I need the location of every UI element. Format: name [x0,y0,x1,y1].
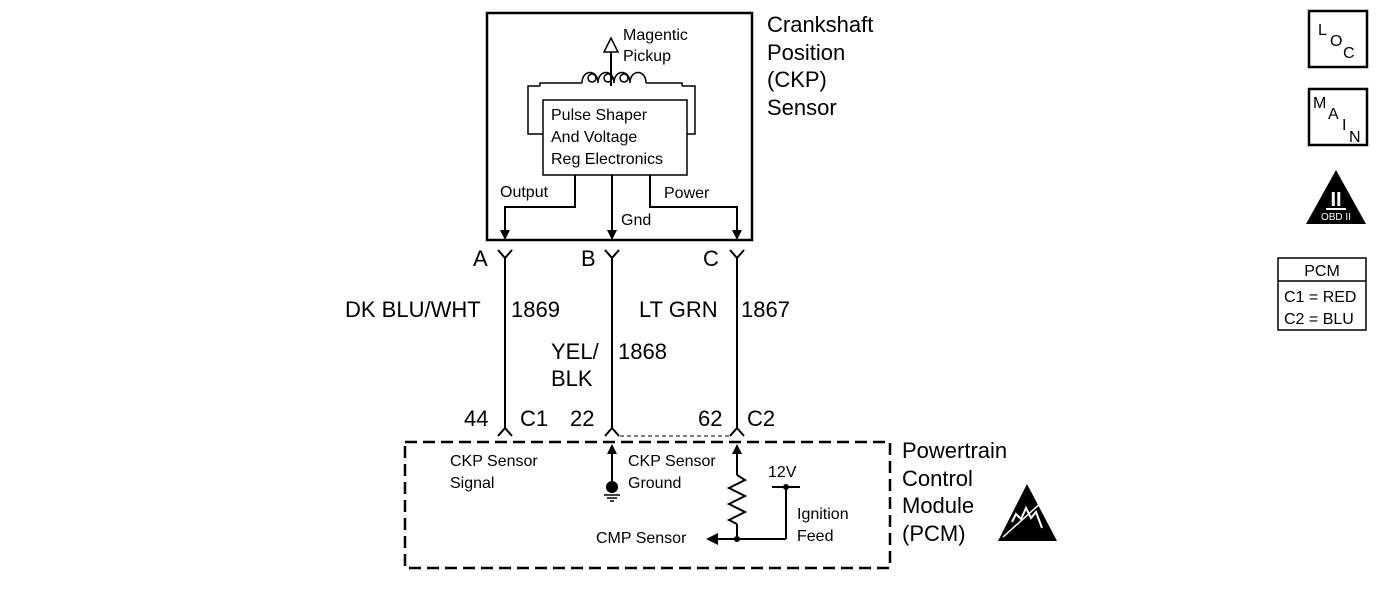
sensor-title-line2: Position [767,40,845,65]
main-letter-i: I [1342,117,1346,134]
pin-44-label: 44 [464,406,488,431]
pcm-title-line4: (PCM) [902,521,966,546]
connector-c1-label: C1 [520,406,548,431]
pcm-title-line3: Module [902,493,974,518]
electronics-box [542,99,688,176]
magnetic-pickup-arrow-icon [602,36,620,86]
cmp-sensor-label: CMP Sensor [596,530,687,547]
output-label: Output [500,184,549,201]
power-label: Power [664,185,710,202]
legend-c1-red: C1 = RED [1284,289,1356,306]
main-badge: M A I N [1307,87,1369,147]
ckp-sensor: Magentic Pickup Pulse Shaper And Voltage… [485,11,873,242]
pin-b-label: B [581,246,596,271]
pickup-coil-icon [527,71,696,135]
pcm-connector-legend: PCM C1 = RED C2 = BLU [1277,257,1367,331]
power-wire [649,175,738,236]
sensor-title-line1: Crankshaft [767,12,873,37]
loc-badge: L O C [1307,9,1369,69]
ckp-sensor-housing [485,11,754,242]
wire3-circuit: 1867 [741,297,790,322]
ground-symbol-icon [604,444,620,502]
pcm-title-line1: Powertrain [902,438,1007,463]
gnd-label: Gnd [621,212,651,229]
connector-c2-label: C2 [747,406,775,431]
sensor-title-line3: (CKP) [767,67,827,92]
pcm-title-line2: Control [902,466,973,491]
signal-label-line1: CKP Sensor [450,453,538,470]
main-letter-m: M [1313,95,1326,112]
ignition-label-line2: Feed [797,528,833,545]
main-letter-a: A [1328,106,1339,123]
loc-letter-l: L [1318,22,1327,39]
obd-numeral: II [1330,189,1341,211]
pin-c-label: C [703,246,719,271]
esd-warning-icon [998,484,1057,541]
output-wire [504,175,576,236]
electronics-line2: And Voltage [551,129,637,146]
pcm-boundary [403,440,892,570]
legend-pcm-title: PCM [1304,263,1340,280]
pcm-module: CKP Sensor Signal CKP Sensor Ground 12V … [403,438,1057,570]
ignition-label-line1: Ignition [797,506,849,523]
loc-letter-c: C [1343,45,1355,62]
wire3-color: LT GRN [639,297,718,322]
electronics-line1: Pulse Shaper [551,107,648,124]
wire2-color-line1: YEL/ [551,339,600,364]
wire1-color: DK BLU/WHT [345,297,481,322]
pin-62-label: 62 [698,406,722,431]
pin-a-label: A [473,246,488,271]
obd-label: OBD II [1321,212,1351,223]
legend-c2-blu: C2 = BLU [1284,311,1354,328]
cmp-arrow-icon [706,533,718,545]
wire2-color-line2: BLK [551,366,593,391]
signal-label-line2: Signal [450,475,494,492]
pin-22-label: 22 [570,406,594,431]
pickup-label-line1: Magentic [623,27,688,44]
voltage-label: 12V [768,464,797,481]
loc-letter-o: O [1330,33,1342,50]
wire1-circuit: 1869 [511,297,560,322]
resistor-icon [726,444,748,539]
harness-wires [497,249,745,437]
main-letter-n: N [1349,129,1361,146]
wire2-circuit: 1868 [618,339,667,364]
electronics-line3: Reg Electronics [551,151,663,168]
pickup-label-line2: Pickup [623,48,671,65]
ground-label-line1: CKP Sensor [628,453,716,470]
obd-ii-icon: II OBD II [1306,170,1366,224]
ground-label-line2: Ground [628,475,681,492]
sensor-title-line4: Sensor [767,95,837,120]
